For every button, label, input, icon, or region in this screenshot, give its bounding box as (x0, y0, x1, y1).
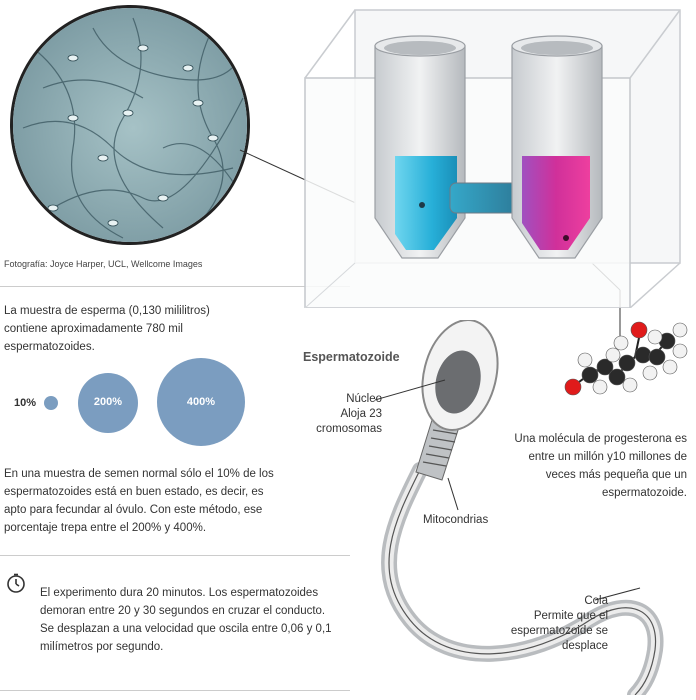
divider-bottom (0, 690, 350, 691)
nucleus-desc-2: cromosomas (316, 423, 382, 435)
experiment-text: El experimento dura 20 minutos. Los espe… (40, 587, 332, 653)
progesterone-molecule (555, 315, 695, 410)
bubble-400 (157, 358, 245, 446)
bubble-400-label: 400% (186, 396, 216, 408)
tail-label: Cola Permite que el espermatozoide se de… (505, 594, 608, 654)
bubble-10 (44, 396, 58, 410)
sperm-title: Espermatozoide (303, 350, 400, 364)
bubble-200-label: 200% (93, 396, 123, 408)
nucleus-desc-1: Aloja 23 (340, 408, 382, 420)
progesterone-text: Una molécula de progesterona es entre un… (514, 433, 687, 499)
sample-text: La muestra de esperma (0,130 mililitros)… (4, 305, 210, 353)
clock-icon (6, 573, 26, 593)
experiment-device (300, 8, 690, 309)
sperm-micrograph (10, 5, 250, 245)
nucleus-label: Núcleo Aloja 23 cromosomas (300, 392, 382, 437)
tail-title: Cola (584, 595, 608, 607)
tail-desc-2: espermatozoide se (510, 625, 608, 637)
tail-desc-3: desplace (561, 640, 608, 652)
normal-sample-text: En una muestra de semen normal sólo el 1… (4, 468, 274, 534)
divider-middle (0, 555, 350, 556)
tail-desc-1: Permite que el (533, 610, 608, 622)
bubble-10-label: 10% (14, 397, 37, 409)
divider-top (0, 286, 350, 287)
mitochondria-label: Mitocondrias (423, 514, 489, 526)
sperm-illustration (300, 318, 680, 700)
bubble-200 (78, 373, 138, 433)
nucleus-title: Núcleo (346, 393, 382, 405)
bubble-chart: 10% 200% 400% (0, 355, 260, 450)
photo-credit: Fotografía: Joyce Harper, UCL, Wellcome … (4, 259, 203, 269)
